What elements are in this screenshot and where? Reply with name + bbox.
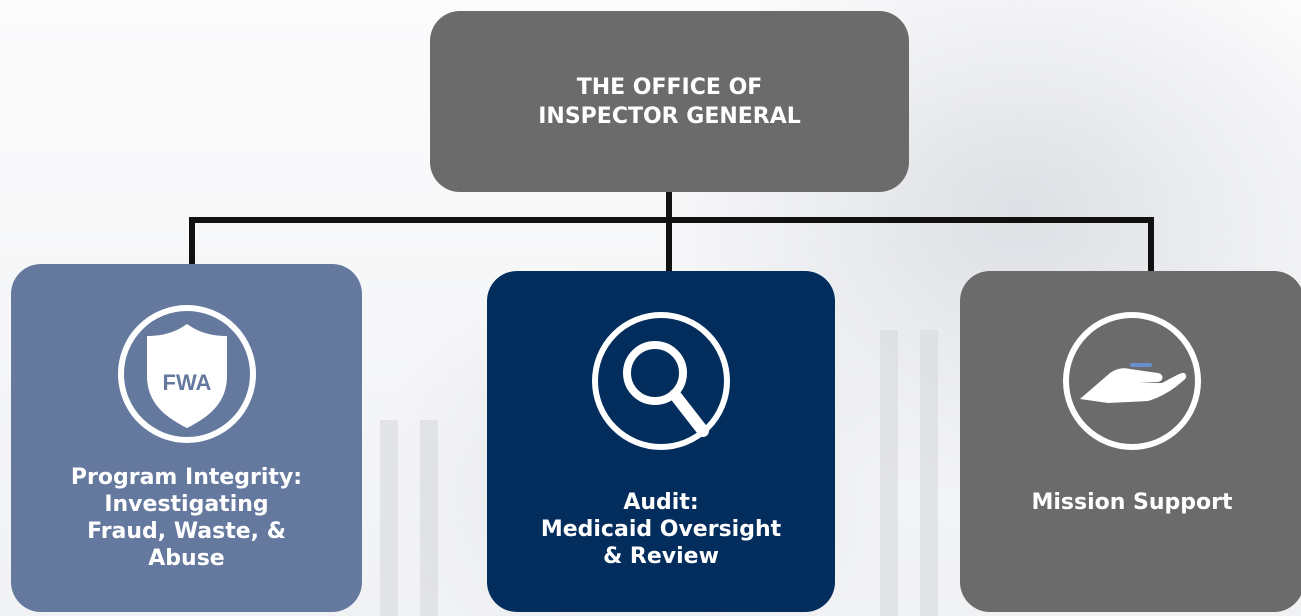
card-line: Investigating <box>104 492 269 517</box>
mission-support-title: Mission Support <box>1031 489 1232 516</box>
card-line: Medicaid Oversight <box>540 517 782 542</box>
fwa-label: FWA <box>162 370 211 395</box>
top-box-line-2: INSPECTOR GENERAL <box>538 103 801 129</box>
top-box-line-1: THE OFFICE OF <box>576 74 763 100</box>
card-line: Program Integrity: <box>70 465 303 490</box>
program-integrity-card: FWA Program Integrity: Investigating Fra… <box>11 264 362 612</box>
card-line: & Review <box>603 544 719 569</box>
background-column <box>880 330 898 616</box>
background-column <box>920 330 938 616</box>
magnifying-glass-icon <box>587 307 735 455</box>
mission-support-card: Mission Support <box>960 271 1301 612</box>
audit-title: Audit: Medicaid Oversight & Review <box>541 489 781 570</box>
program-integrity-title: Program Integrity: Investigating Fraud, … <box>71 464 302 572</box>
audit-card: Audit: Medicaid Oversight & Review <box>487 271 835 612</box>
helping-hand-icon <box>1058 307 1206 455</box>
card-line: Fraud, Waste, & <box>87 519 286 544</box>
shield-fwa-icon: FWA <box>113 300 261 448</box>
card-line: Audit: <box>623 490 699 515</box>
card-line: Abuse <box>148 546 225 571</box>
background-column <box>380 420 398 616</box>
card-line: Mission Support <box>1031 490 1233 515</box>
background-column <box>420 420 438 616</box>
office-of-inspector-general-box: THE OFFICE OF INSPECTOR GENERAL <box>430 11 909 192</box>
